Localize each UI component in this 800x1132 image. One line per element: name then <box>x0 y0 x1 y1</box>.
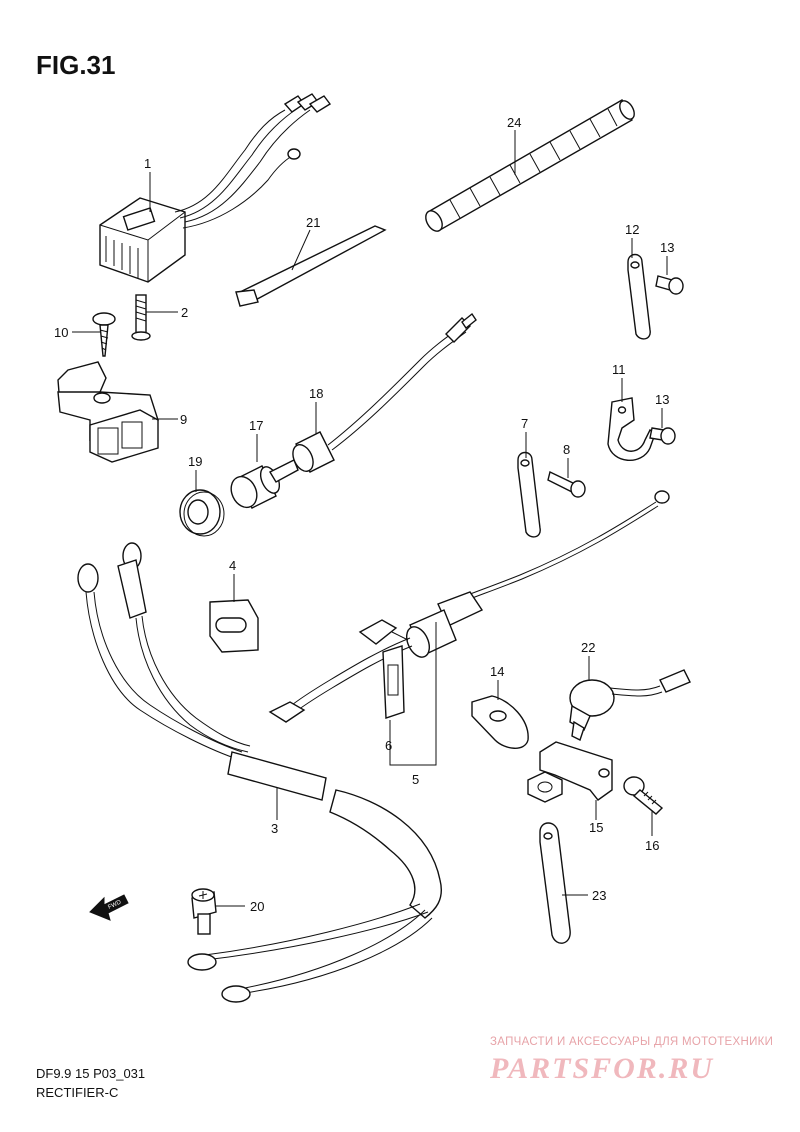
part-harness-5[interactable] <box>268 490 670 723</box>
part-screw-8[interactable] <box>547 470 586 498</box>
callout-5: 5 <box>412 772 419 787</box>
callout-24: 24 <box>507 115 521 130</box>
part-cord-18[interactable] <box>289 312 477 474</box>
part-bracket-15[interactable] <box>539 741 613 801</box>
callout-15: 15 <box>589 820 603 835</box>
part-clamp-7[interactable] <box>517 451 541 538</box>
part-cable-tie-21[interactable] <box>235 225 387 307</box>
part-socket-17[interactable] <box>226 459 299 512</box>
callout-7: 7 <box>521 416 528 431</box>
figure-title: FIG.31 <box>36 50 116 80</box>
callout-4: 4 <box>229 558 236 573</box>
part-screw-10[interactable] <box>92 312 116 357</box>
callout-22: 22 <box>581 640 595 655</box>
part-bolt-2[interactable] <box>131 294 151 341</box>
callout-13-lower: 13 <box>655 392 669 407</box>
part-battery-cable-3[interactable] <box>77 542 442 1003</box>
part-rectifier[interactable] <box>99 93 332 283</box>
callout-6: 6 <box>385 738 392 753</box>
part-clamp-12[interactable] <box>627 253 651 340</box>
part-clip-6[interactable] <box>382 645 405 719</box>
watermark-site: PARTSFOR.RU <box>490 1052 714 1085</box>
callout-2: 2 <box>181 305 188 320</box>
part-screw-13-upper[interactable] <box>655 275 684 295</box>
callout-17: 17 <box>249 418 263 433</box>
fwd-label: FWD <box>107 899 123 910</box>
leader-lines <box>72 130 668 907</box>
callout-1: 1 <box>144 156 151 171</box>
part-screw-13-lower[interactable] <box>649 427 676 445</box>
callout-9: 9 <box>180 412 187 427</box>
part-bolt-20[interactable] <box>191 888 217 935</box>
callout-21: 21 <box>306 215 320 230</box>
callout-10: 10 <box>54 325 68 340</box>
part-plate-14[interactable] <box>471 695 529 749</box>
callout-23: 23 <box>592 888 606 903</box>
part-clamp-23[interactable] <box>539 822 571 944</box>
part-holder-9[interactable] <box>57 361 159 463</box>
part-spiral-tube-24[interactable] <box>422 98 637 234</box>
part-grommet-19[interactable] <box>179 489 225 537</box>
callout-19: 19 <box>188 454 202 469</box>
callout-14: 14 <box>490 664 504 679</box>
section-name: RECTIFIER-C <box>36 1085 119 1100</box>
fwd-direction-arrow: FWD <box>89 894 129 921</box>
part-nut[interactable] <box>527 771 563 803</box>
part-grommet-4[interactable] <box>209 599 259 653</box>
callout-18: 18 <box>309 386 323 401</box>
callout-11: 11 <box>612 362 626 377</box>
part-switch-22[interactable] <box>569 669 691 741</box>
part-bolt-16[interactable] <box>623 776 664 815</box>
watermark-tagline: ЗАПЧАСТИ И АКСЕССУАРЫ ДЛЯ МОТОТЕХНИКИ <box>490 1036 774 1048</box>
callout-20: 20 <box>250 899 264 914</box>
model-code: DF9.9 15 P03_031 <box>36 1066 146 1081</box>
callout-12: 12 <box>625 222 639 237</box>
part-clamp-11[interactable] <box>607 397 656 462</box>
callout-13-upper: 13 <box>660 240 674 255</box>
callout-3: 3 <box>271 821 278 836</box>
callout-labels: 1 2 3 4 5 6 7 8 9 10 11 12 13 13 14 15 1… <box>54 115 674 914</box>
callout-8: 8 <box>563 442 570 457</box>
callout-16: 16 <box>645 838 659 853</box>
